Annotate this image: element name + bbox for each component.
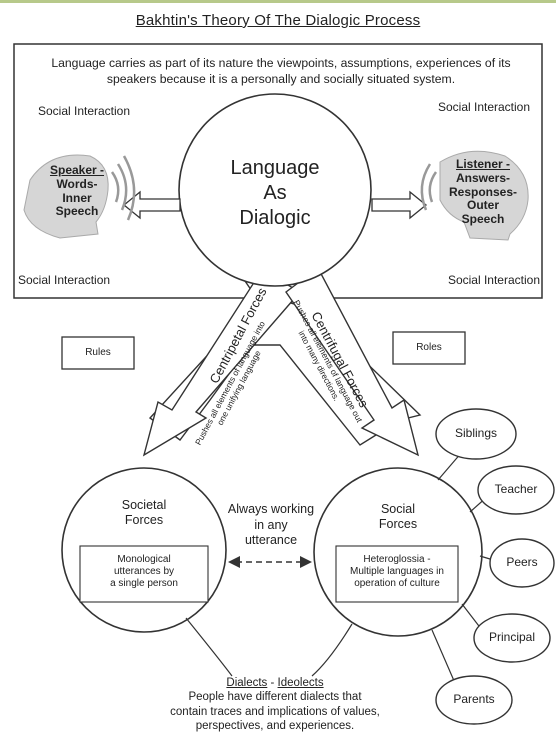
monological-box <box>79 545 209 603</box>
rules-box <box>61 336 135 370</box>
title-text: Bakhtin's Theory Of The Dialogic Process <box>135 12 421 29</box>
speaker-line4: Speech <box>55 204 99 219</box>
monological-line3: a single person <box>110 578 178 589</box>
parents-label: Parents <box>453 692 495 706</box>
page-title: Bakhtin's Theory Of The Dialogic Process <box>0 12 556 30</box>
center-line3: Dialogic <box>239 207 311 229</box>
societal-to-dialects-line <box>185 617 233 677</box>
roles-box <box>392 331 466 365</box>
heteroglossia-box <box>335 545 459 603</box>
heteroglossia-line3: operation of culture <box>354 578 440 589</box>
dialects-line1: People have different dialects that <box>188 691 362 704</box>
siblings-ellipse <box>435 408 517 460</box>
social-title: Social Forces <box>338 502 458 532</box>
dialects-sep: - <box>267 677 278 689</box>
always-line1: Always working <box>227 502 315 516</box>
dashed-arrowhead-right <box>300 556 312 568</box>
speaker-block: Speaker - Words- Inner Speech <box>38 163 116 219</box>
listener-line3: Responses- <box>448 184 518 199</box>
societal-title: Societal Forces <box>94 498 194 528</box>
social-to-dialects-line <box>311 623 353 677</box>
peers-label: Peers <box>506 555 538 569</box>
social-line2: Forces <box>378 517 418 531</box>
heteroglossia-text: Heteroglossia - Multiple languages in op… <box>336 554 458 590</box>
heteroglossia-line1: Heteroglossia - <box>363 554 431 565</box>
teacher-ellipse <box>477 465 555 515</box>
dashed-arrowhead-left <box>228 556 240 568</box>
dialects-heading: Dialects - Ideolects <box>130 676 420 690</box>
social-interaction-top-left: Social Interaction <box>37 104 131 118</box>
roles-label: Roles <box>416 342 442 353</box>
principal-label: Principal <box>488 630 536 644</box>
dialects-word: Dialects <box>226 677 268 689</box>
speaker-title: Speaker - <box>49 163 105 177</box>
center-circle <box>178 93 372 287</box>
teacher-label: Teacher <box>494 482 538 496</box>
ideolects-word: Ideolects <box>277 677 324 689</box>
speaker-head-icon <box>23 154 136 239</box>
monological-text: Monological utterances by a single perso… <box>80 554 208 590</box>
center-label: Language As Dialogic <box>195 156 355 231</box>
listener-title: Listener - <box>455 157 510 171</box>
social-interaction-bottom-right: Social Interaction <box>447 273 540 287</box>
social-line1: Social <box>380 502 416 516</box>
listener-head-icon <box>420 150 529 241</box>
parents-ellipse <box>435 675 513 725</box>
listener-line4: Outer <box>466 198 499 213</box>
right-arrow <box>371 190 428 220</box>
top-rule <box>0 0 556 3</box>
speaker-line3: Inner <box>62 190 92 205</box>
center-line1: Language <box>230 157 320 179</box>
dialects-block: Dialects - Ideolects People have differe… <box>130 676 420 734</box>
always-line2: in any <box>254 517 288 532</box>
rules-label: Rules <box>85 347 111 358</box>
dialects-line2: contain traces and implications of value… <box>170 705 380 718</box>
listener-line2: Answers- <box>455 170 511 185</box>
always-working-text: Always working in any utterance <box>212 502 330 549</box>
listener-line5: Speech <box>461 212 505 227</box>
siblings-label: Siblings <box>454 426 498 440</box>
monological-line1: Monological <box>117 554 171 565</box>
societal-line1: Societal <box>121 498 167 512</box>
monological-line2: utterances by <box>113 566 175 577</box>
peers-ellipse <box>489 538 555 588</box>
always-line3: utterance <box>244 533 298 548</box>
heteroglossia-line2: Multiple languages in <box>350 566 444 577</box>
dialects-line3: perspectives, and experiences. <box>195 720 355 733</box>
centripetal-arrow <box>142 269 302 457</box>
center-line2: As <box>263 182 287 204</box>
listener-block: Listener - Answers- Responses- Outer Spe… <box>440 157 526 227</box>
social-interaction-top-right: Social Interaction <box>437 100 531 114</box>
principal-ellipse <box>473 613 551 663</box>
centrifugal-arrow <box>285 266 420 457</box>
societal-line2: Forces <box>124 513 164 527</box>
social-interaction-bottom-left: Social Interaction <box>18 273 111 287</box>
intro-text: Language carries as part of its nature t… <box>51 56 511 86</box>
speaker-line2: Words- <box>56 176 98 191</box>
